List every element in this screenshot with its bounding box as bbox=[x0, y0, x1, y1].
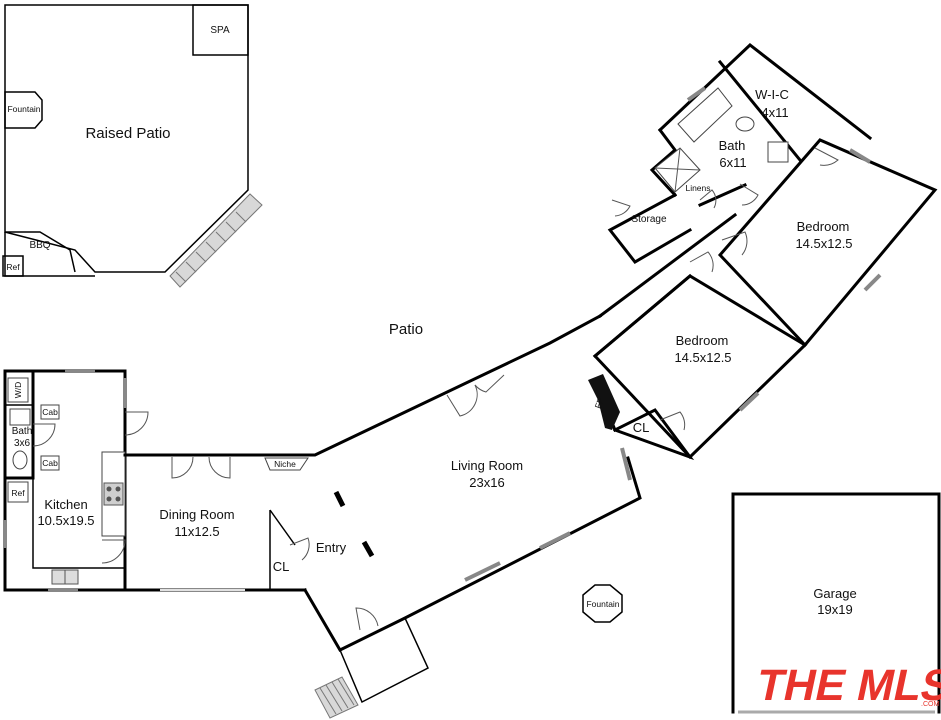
dining-name: Dining Room bbox=[159, 507, 234, 522]
entry-label: Entry bbox=[316, 540, 347, 555]
cab1-label: Cab bbox=[42, 407, 58, 417]
cabinet-1 bbox=[40, 404, 60, 420]
spa-box bbox=[192, 4, 249, 56]
cab2-label: Cab bbox=[42, 458, 58, 468]
raised-patio-label: Raised Patio bbox=[85, 125, 170, 142]
niche-label: Niche bbox=[274, 459, 296, 469]
bedroom-wing: W-I-C 4x11 Bath 6x11 Linens Storage Bedr… bbox=[592, 43, 938, 461]
living-room: FP Living Room 23x16 Entry bbox=[289, 374, 642, 719]
front-steps bbox=[314, 676, 359, 719]
raised-patio-area: SPA Fountain Raised Patio BBQ Ref bbox=[2, 4, 263, 288]
toilet-master bbox=[735, 116, 755, 132]
bbq-label: BBQ bbox=[29, 240, 50, 251]
bath-master-size: 6x11 bbox=[719, 155, 746, 170]
wd-label: W/D bbox=[13, 382, 23, 399]
fountain-box bbox=[4, 91, 43, 129]
kitchen-wing: W/D Cab Cab Bath 3x6 Ref Kitchen 10.5x19… bbox=[3, 369, 149, 592]
bedroom-1-size: 14.5x12.5 bbox=[795, 236, 852, 251]
spa-label: SPA bbox=[210, 25, 230, 36]
fountain-patio-label: Fountain bbox=[7, 104, 40, 114]
bedroom-2-name: Bedroom bbox=[676, 333, 729, 348]
ref-box-patio bbox=[2, 255, 24, 277]
mls-logo: THE MLS bbox=[753, 661, 941, 709]
cl-entry-label: CL bbox=[273, 559, 290, 574]
bath-small-name: Bath bbox=[12, 426, 33, 437]
garage: Garage 19x19 bbox=[731, 492, 941, 714]
dining-size: 11x12.5 bbox=[174, 524, 219, 539]
kitchen-fridge bbox=[7, 481, 29, 503]
washer-dryer bbox=[7, 377, 29, 403]
kitchen-name: Kitchen bbox=[44, 497, 87, 512]
mls-logo-text: THE MLS bbox=[753, 661, 941, 709]
linens-label: Linens bbox=[685, 183, 710, 193]
garage-name: Garage bbox=[813, 586, 856, 601]
ref-kitchen-label: Ref bbox=[11, 488, 25, 498]
wic-size: 4x11 bbox=[761, 105, 788, 120]
bath-sink-master bbox=[767, 141, 789, 163]
fp-label: FP bbox=[593, 396, 606, 410]
stairs-raised-patio bbox=[169, 193, 263, 288]
bath-small-size: 3x6 bbox=[14, 438, 31, 449]
toilet-small bbox=[12, 450, 28, 470]
kitchen-size: 10.5x19.5 bbox=[37, 513, 94, 528]
fountain-front-label: Fountain bbox=[586, 599, 619, 609]
bathtub bbox=[677, 87, 733, 143]
living-name: Living Room bbox=[451, 458, 523, 473]
bath-sink-small bbox=[9, 408, 31, 426]
bbq-counter bbox=[5, 231, 76, 273]
front-fountain: Fountain bbox=[582, 584, 623, 623]
stove bbox=[103, 482, 124, 506]
dining-room: Dining Room 11x12.5 Niche CL bbox=[123, 313, 603, 592]
bath-master-name: Bath bbox=[719, 138, 746, 153]
mls-logo-sub: .COM bbox=[921, 701, 939, 708]
wic-name: W-I-C bbox=[755, 87, 789, 102]
living-size: 23x16 bbox=[469, 475, 504, 490]
bedroom-2-walls bbox=[592, 274, 808, 460]
front-porch bbox=[339, 616, 429, 704]
garage-size: 19x19 bbox=[817, 602, 852, 617]
storage-label: Storage bbox=[631, 214, 666, 225]
cl-bedroom-label: CL bbox=[633, 420, 650, 435]
ref-patio-label: Ref bbox=[6, 262, 20, 272]
bedroom-1-name: Bedroom bbox=[797, 219, 850, 234]
fireplace bbox=[588, 374, 620, 430]
niche bbox=[264, 457, 309, 471]
patio-label: Patio bbox=[389, 321, 423, 338]
bedroom-2-size: 14.5x12.5 bbox=[674, 350, 731, 365]
cabinet-2 bbox=[40, 455, 60, 471]
bedroom-1-walls bbox=[717, 138, 938, 348]
